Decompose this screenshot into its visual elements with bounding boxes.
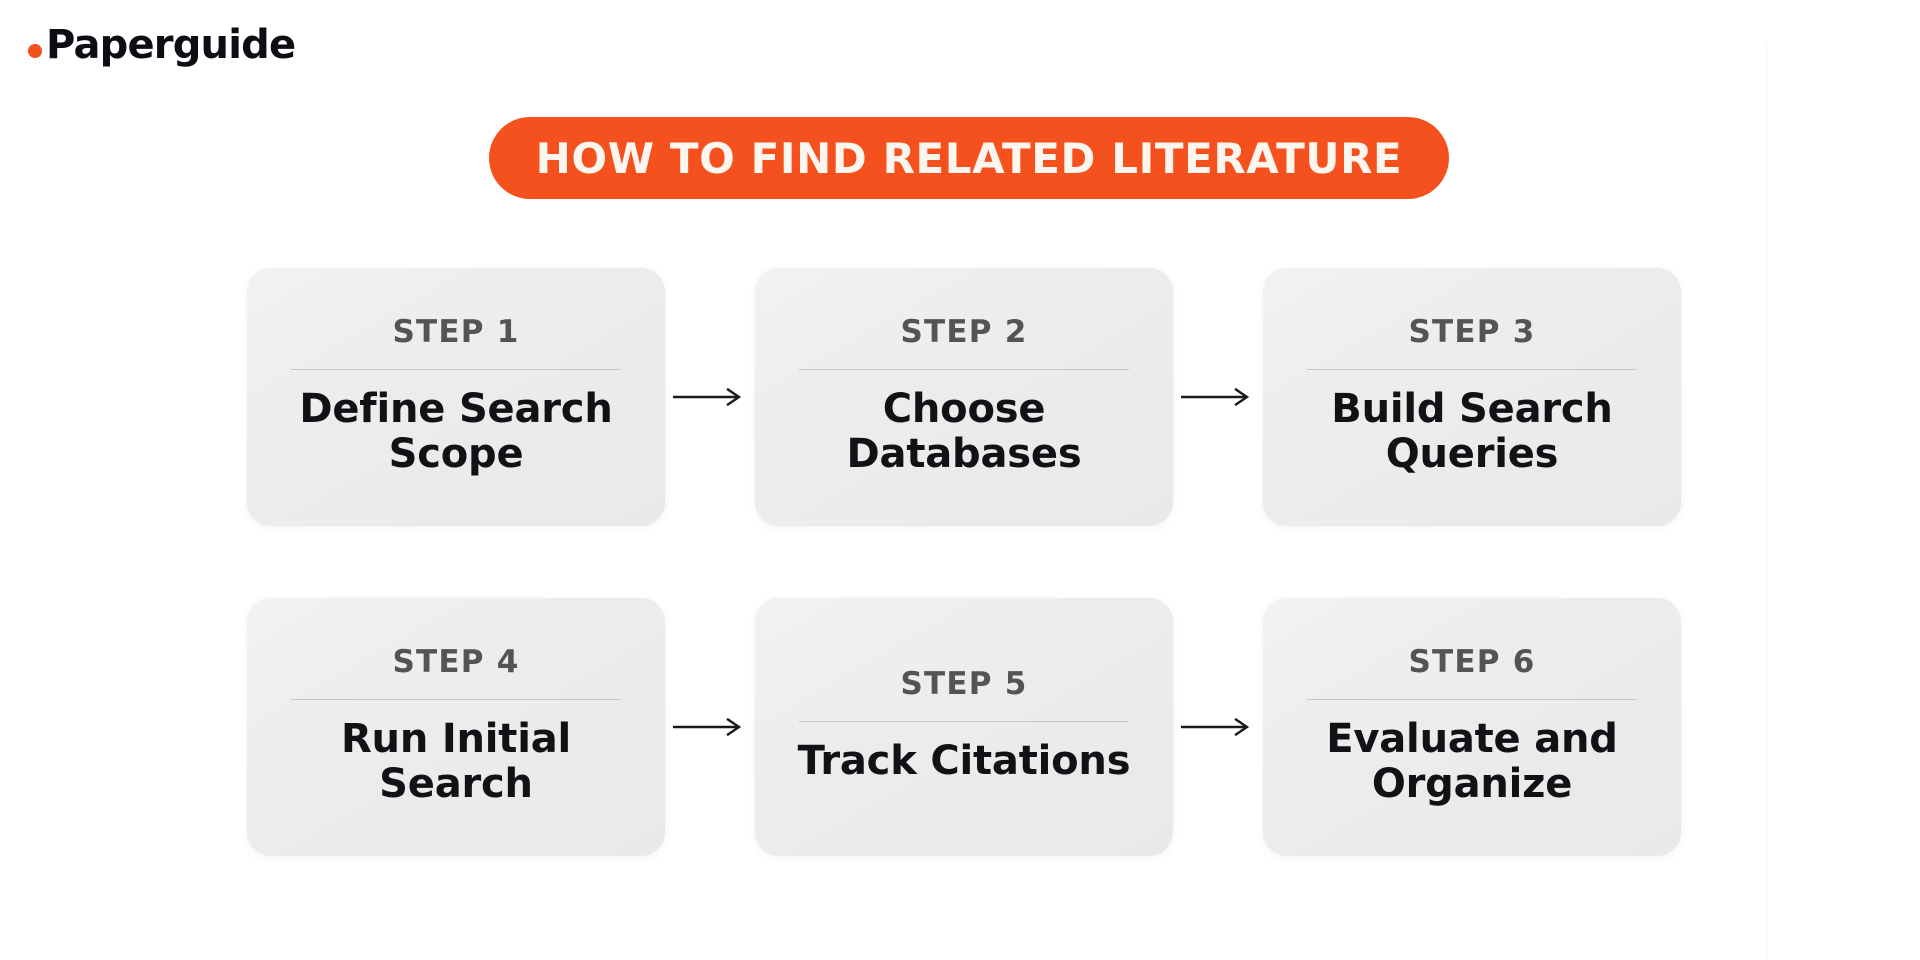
step-label: STEP 1 [392, 313, 520, 350]
step-card-1[interactable]: STEP 1 Define Search Scope [247, 268, 665, 526]
arrow-right-icon [665, 717, 755, 737]
title-banner: HOW TO FIND RELATED LITERATURE [489, 117, 1449, 199]
steps-row-1: STEP 1 Define Search Scope STEP 2 Choose… [247, 268, 1681, 526]
step-label: STEP 5 [900, 666, 1028, 703]
step-title: Track Citations [797, 738, 1131, 785]
step-label: STEP 6 [1408, 643, 1536, 680]
arrow-right-icon [1173, 387, 1263, 407]
card-divider [1307, 698, 1637, 700]
orange-dot-icon [28, 44, 42, 58]
step-title: Run Initial Search [340, 715, 572, 807]
step-card-3[interactable]: STEP 3 Build Search Queries [1263, 268, 1681, 526]
card-divider [291, 698, 621, 700]
arrow-right-icon [1173, 717, 1263, 737]
brand-logo[interactable]: Paperguide [28, 22, 296, 68]
step-title: Build Search Queries [1331, 385, 1613, 477]
step-label: STEP 4 [392, 643, 520, 680]
steps-grid: STEP 1 Define Search Scope STEP 2 Choose… [247, 268, 1681, 856]
card-divider [799, 721, 1129, 723]
card-divider [291, 368, 621, 370]
step-card-5[interactable]: STEP 5 Track Citations [755, 598, 1173, 856]
card-divider [799, 368, 1129, 370]
steps-row-2: STEP 4 Run Initial Search STEP 5 Track C… [247, 598, 1681, 856]
card-divider [1307, 368, 1637, 370]
step-card-6[interactable]: STEP 6 Evaluate and Organize [1263, 598, 1681, 856]
step-title: Define Search Scope [299, 385, 613, 477]
step-title: Choose Databases [846, 385, 1082, 477]
step-label: STEP 3 [1408, 313, 1536, 350]
step-card-4[interactable]: STEP 4 Run Initial Search [247, 598, 665, 856]
step-card-2[interactable]: STEP 2 Choose Databases [755, 268, 1173, 526]
right-edge-divider [1766, 42, 1767, 960]
brand-name: Paperguide [46, 22, 296, 68]
step-label: STEP 2 [900, 313, 1028, 350]
step-title: Evaluate and Organize [1326, 715, 1618, 807]
page-title: HOW TO FIND RELATED LITERATURE [535, 133, 1403, 183]
arrow-right-icon [665, 387, 755, 407]
